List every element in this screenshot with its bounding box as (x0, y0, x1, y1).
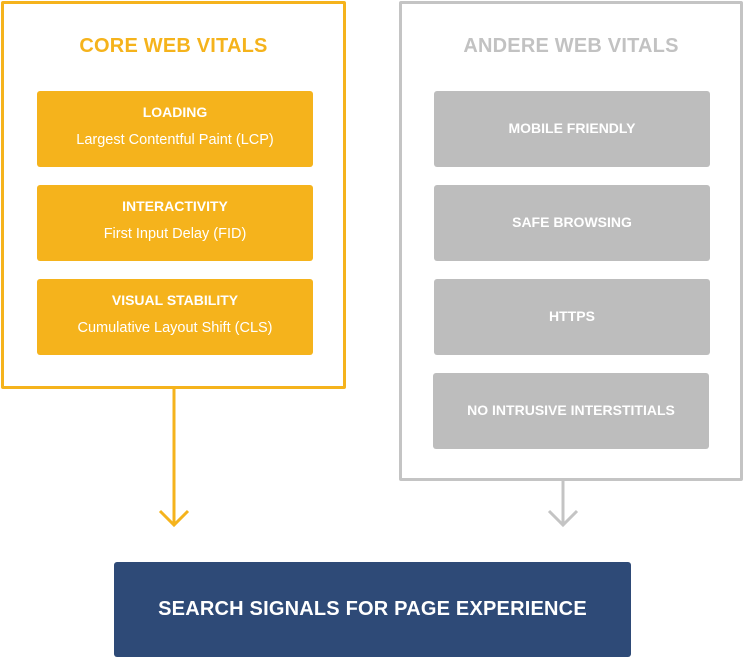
https-box: HTTPS (434, 279, 710, 355)
visual-stability-subtitle: Cumulative Layout Shift (CLS) (77, 320, 273, 336)
andere-web-vitals-panel: ANDERE WEB VITALS MOBILE FRIENDLY SAFE B… (399, 1, 743, 481)
core-web-vitals-title: CORE WEB VITALS (79, 35, 268, 57)
search-signals-box: SEARCH SIGNALS FOR PAGE EXPERIENCE (114, 562, 631, 657)
mobile-friendly-box: MOBILE FRIENDLY (434, 91, 710, 167)
mobile-friendly-label: MOBILE FRIENDLY (508, 120, 636, 136)
safe-browsing-label: SAFE BROWSING (512, 214, 632, 230)
loading-box: LOADING Largest Contentful Paint (LCP) (37, 91, 313, 167)
andere-web-vitals-title: ANDERE WEB VITALS (463, 35, 679, 57)
interactivity-box: INTERACTIVITY First Input Delay (FID) (37, 185, 313, 261)
interactivity-subtitle: First Input Delay (FID) (103, 226, 247, 242)
other-arrow-down-icon (547, 479, 579, 528)
https-label: HTTPS (549, 308, 595, 324)
visual-stability-box: VISUAL STABILITY Cumulative Layout Shift… (37, 279, 313, 355)
interactivity-title: INTERACTIVITY (122, 198, 228, 214)
core-web-vitals-panel: CORE WEB VITALS LOADING Largest Contentf… (1, 1, 346, 389)
core-arrow-down-icon (158, 387, 190, 528)
safe-browsing-box: SAFE BROWSING (434, 185, 710, 261)
loading-title: LOADING (142, 104, 208, 120)
search-signals-label: SEARCH SIGNALS FOR PAGE EXPERIENCE (158, 598, 587, 620)
no-intrusive-interstitials-box: NO INTRUSIVE INTERSTITIALS (433, 373, 709, 449)
visual-stability-title: VISUAL STABILITY (111, 292, 239, 308)
no-intrusive-interstitials-label: NO INTRUSIVE INTERSTITIALS (467, 402, 675, 418)
loading-subtitle: Largest Contentful Paint (LCP) (76, 132, 274, 148)
